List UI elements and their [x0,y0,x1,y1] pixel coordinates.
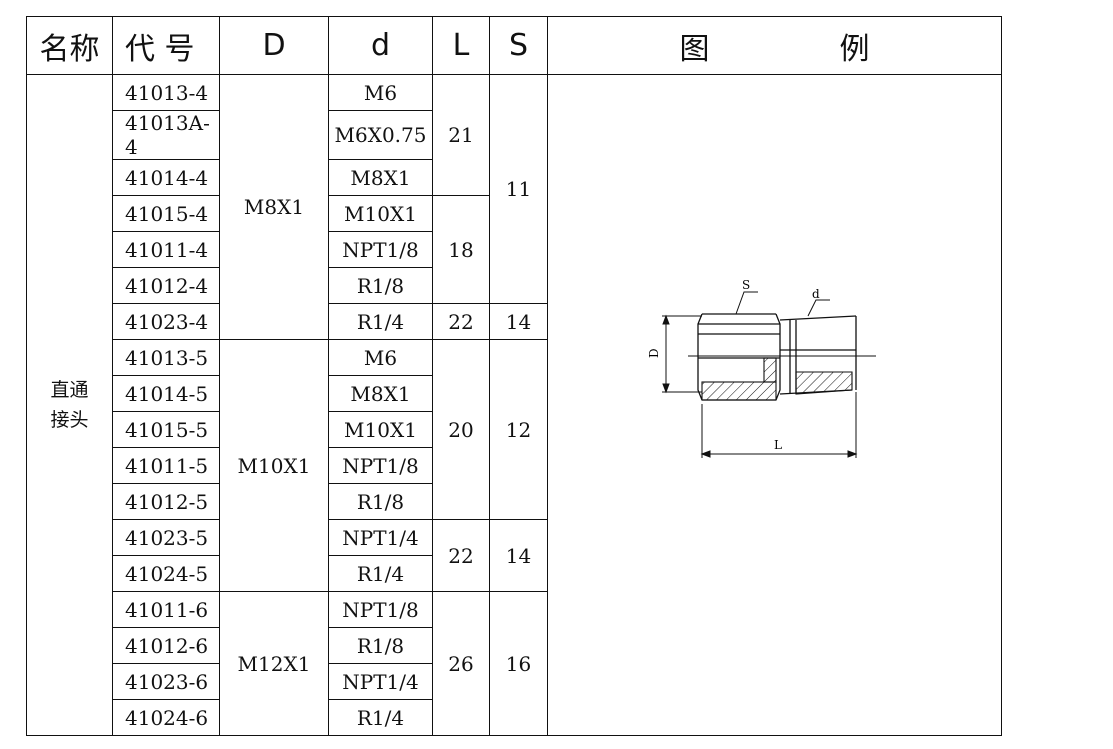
D-cell: M8X1 [219,74,329,340]
code-cell: 41011-6 [112,591,220,628]
code-cell: 41023-6 [112,663,220,700]
table-row: 41023-4 R1/4 22 14 [27,303,1002,340]
label-S: S [742,278,750,292]
table-row: 41015-4 M10X1 18 [27,195,1002,304]
code-cell: 41012-6 [112,627,220,664]
d-cell: M6X0.75 [328,110,433,160]
L-cell: 20 [432,339,490,520]
d-cell: R1/4 [328,555,433,592]
D-cell: M10X1 [219,339,329,592]
d-cell: M8X1 [328,375,433,412]
d-cell: NPT1/8 [328,231,433,268]
header-diagram-right: 例 [839,31,870,67]
d-cell: NPT1/8 [328,447,433,484]
product-name-line2: 接头 [50,409,89,431]
S-cell: 12 [489,339,548,520]
code-cell: 41015-4 [112,195,220,232]
code-cell: 41013-4 [112,74,220,111]
code-cell: 41013A-4 [112,110,220,160]
L-cell: 26 [432,591,490,736]
header-name: 名称 [26,16,113,75]
D-cell: M12X1 [219,591,329,736]
d-cell: R1/4 [328,303,433,340]
header-d: d [328,16,433,75]
L-cell: 22 [432,303,490,340]
d-cell: NPT1/8 [328,591,433,628]
header-diagram: 图例 [547,16,1002,75]
code-cell: 41011-4 [112,231,220,268]
table-row: 41014-4 M8X1 [27,159,1002,196]
table-row: 41012-6 R1/8 [27,627,1002,664]
spec-table: 名称 代 号 D d L S 图例 直通接头 41013-4 M8X1 M6 2… [26,16,1002,736]
code-cell: 41013-5 [112,339,220,376]
header-code: 代 号 [112,16,220,75]
code-cell: 41011-5 [112,447,220,484]
table-row: 直通接头 41013-4 M8X1 M6 21 11 [26,74,1002,736]
stem-section-hatch [795,371,853,395]
d-cell: R1/8 [328,627,433,664]
table-row: 41023-6 NPT1/4 [27,663,1002,700]
S-cell: 14 [489,519,548,592]
table-row: 41012-5 R1/8 [27,483,1002,520]
d-cell: M6 [328,339,433,376]
label-L: L [774,438,782,452]
d-cell: NPT1/4 [328,663,433,700]
table-row: 41011-4 NPT1/8 [27,231,1002,268]
d-cell: R1/8 [328,267,433,304]
table-row: 41024-6 R1/4 [27,699,1002,736]
product-name-line1: 直通 [50,379,89,401]
L-cell: 22 [432,519,490,592]
L-cell: 18 [432,195,490,304]
d-cell: M10X1 [328,195,433,232]
table-row: 41024-5 R1/4 [27,555,1002,592]
header-L: L [432,16,490,75]
code-cell: 41014-4 [112,159,220,196]
table-row: 41013-5 M10X1 M6 20 12 [27,339,1002,592]
d-cell: R1/8 [328,483,433,520]
header-diagram-left: 图 [679,31,710,67]
d-cell: R1/4 [328,699,433,736]
S-cell: 11 [489,74,548,304]
d-cell: M6 [328,74,433,111]
table-row: 41013A-4 M6X0.75 [27,110,1002,160]
table-row: 41011-5 NPT1/8 [27,447,1002,484]
diagram-cell [547,74,1002,736]
code-cell: 41012-4 [112,267,220,304]
code-cell: 41014-5 [112,375,220,412]
header-S: S [489,16,548,75]
product-name-cell: 直通接头 [26,74,113,736]
header-D: D [219,16,329,75]
header-row: 名称 代 号 D d L S 图例 [26,16,1002,75]
code-cell: 41023-4 [112,303,220,340]
S-cell: 14 [489,303,548,340]
code-cell: 41024-5 [112,555,220,592]
S-cell: 16 [489,591,548,736]
code-cell: 41024-6 [112,699,220,736]
table-row: 41012-4 R1/8 [27,267,1002,304]
table-row: 41023-5 NPT1/4 22 14 [27,519,1002,592]
code-cell: 41023-5 [112,519,220,556]
code-cell: 41012-5 [112,483,220,520]
d-cell: M10X1 [328,411,433,448]
label-d: d [812,287,820,301]
nut-section-hatch [701,357,777,401]
L-cell: 21 [432,74,490,196]
code-cell: 41015-5 [112,411,220,448]
d-cell: M8X1 [328,159,433,196]
fitting-diagram: S d D L [647,278,876,458]
label-D: D [647,348,661,358]
dimension-lines [662,291,858,458]
table-row: 41011-6 M12X1 NPT1/8 26 16 [27,591,1002,736]
table-row: 41015-5 M10X1 [27,411,1002,448]
d-cell: NPT1/4 [328,519,433,556]
